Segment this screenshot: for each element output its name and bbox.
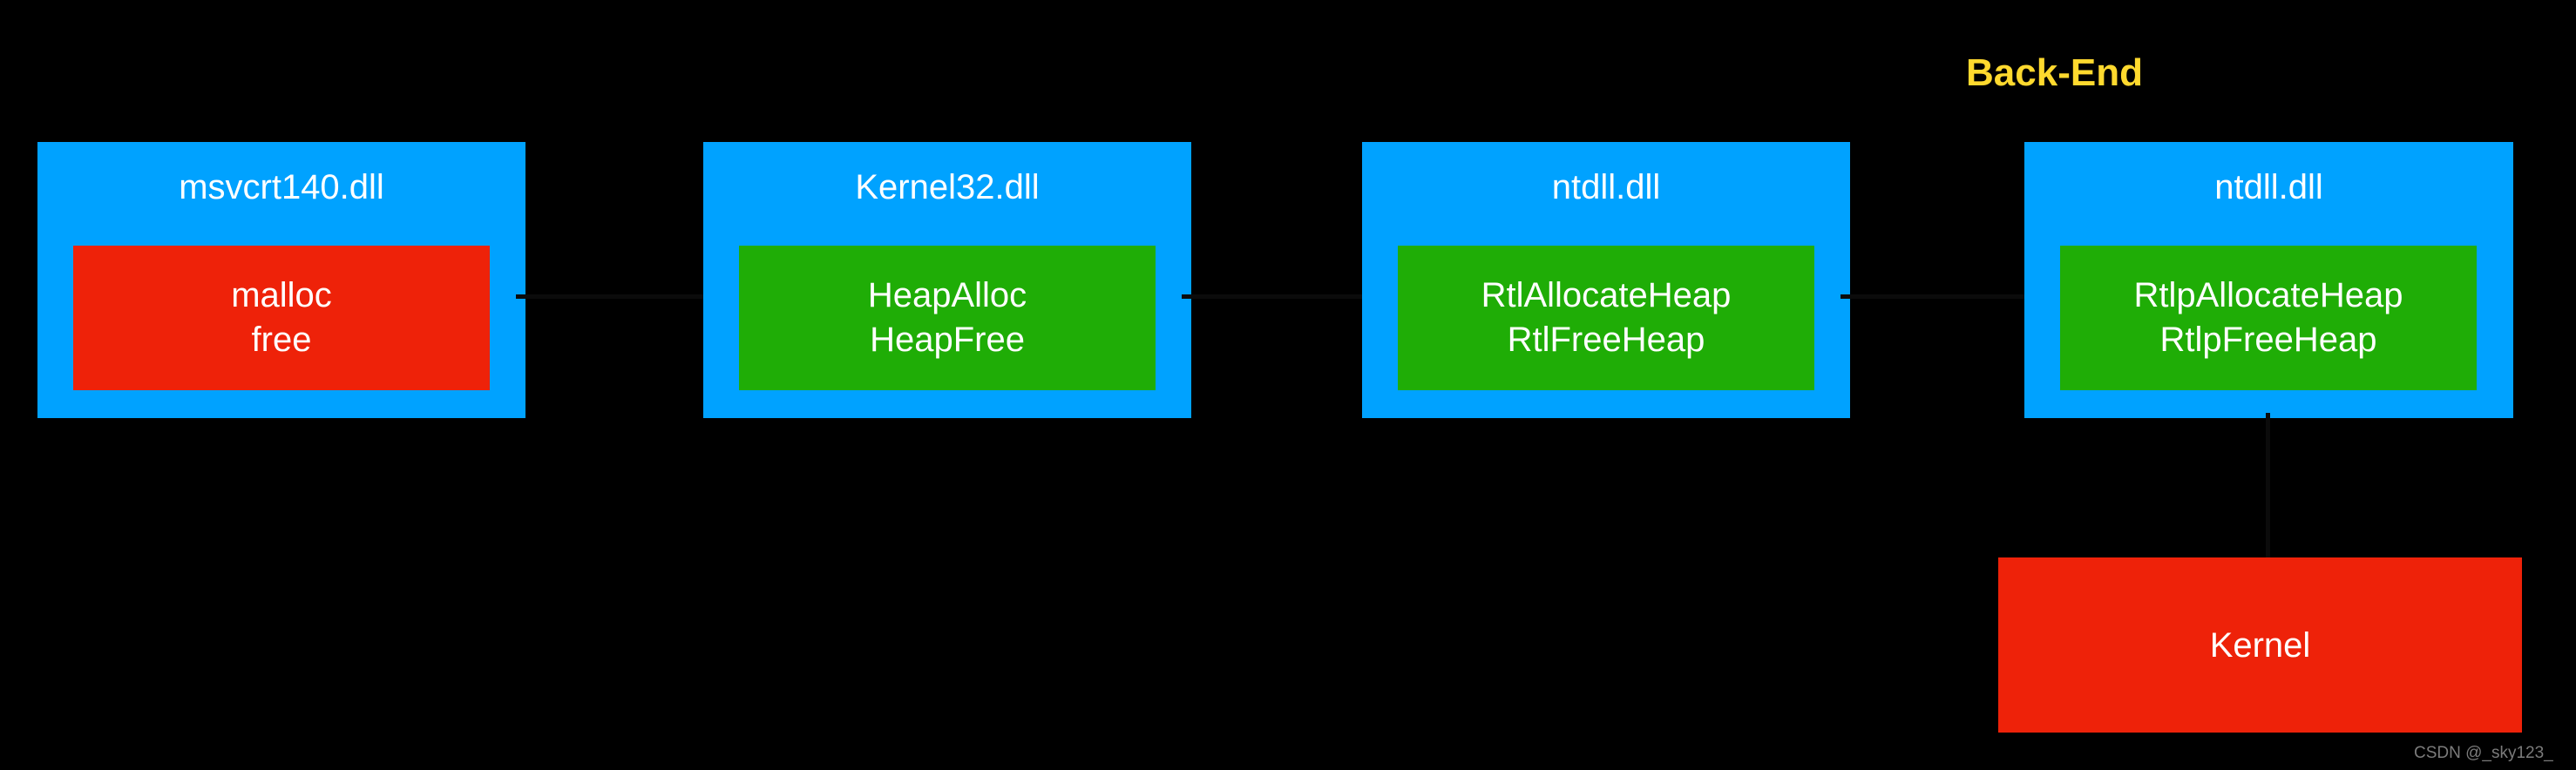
function-box-ntdll-rtlp[interactable]: RtlpAllocateHeap RtlpFreeHeap [2060,246,2477,390]
function-label-free: free [251,321,312,359]
function-box-msvcrt140[interactable]: malloc free [73,246,490,390]
back-end-section-label: Back-End [1966,51,2143,94]
connector-ntdll-rtl-to-ntdll-rtlp [1840,294,2029,299]
function-label-heapfree: HeapFree [870,321,1025,359]
function-box-ntdll-rtl[interactable]: RtlAllocateHeap RtlFreeHeap [1398,246,1814,390]
function-label-rtlallocateheap: RtlAllocateHeap [1481,275,1732,314]
module-title-msvcrt140: msvcrt140.dll [179,168,384,206]
watermark: CSDN @_sky123_ [2414,744,2553,762]
connector-msvcrt140-to-kernel32 [516,294,708,299]
module-title-kernel32: Kernel32.dll [855,168,1040,206]
function-label-rtlpfreeheap: RtlpFreeHeap [2159,321,2377,359]
module-title-ntdll-rtl: ntdll.dll [1551,168,1661,206]
function-box-kernel32[interactable]: HeapAlloc HeapFree [739,246,1156,390]
connector-ntdll-rtlp-to-kernel [2266,413,2270,563]
function-label-malloc: malloc [231,275,332,314]
function-label-rtlpallocateheap: RtlpAllocateHeap [2133,275,2403,314]
function-label-heapalloc: HeapAlloc [867,275,1027,314]
kernel-box[interactable]: Kernel [1998,557,2522,733]
module-title-ntdll-rtlp: ntdll.dll [2214,168,2323,206]
connector-kernel32-to-ntdll [1182,294,1370,299]
function-label-rtlfreeheap: RtlFreeHeap [1507,321,1705,359]
kernel-label: Kernel [2209,625,2311,665]
